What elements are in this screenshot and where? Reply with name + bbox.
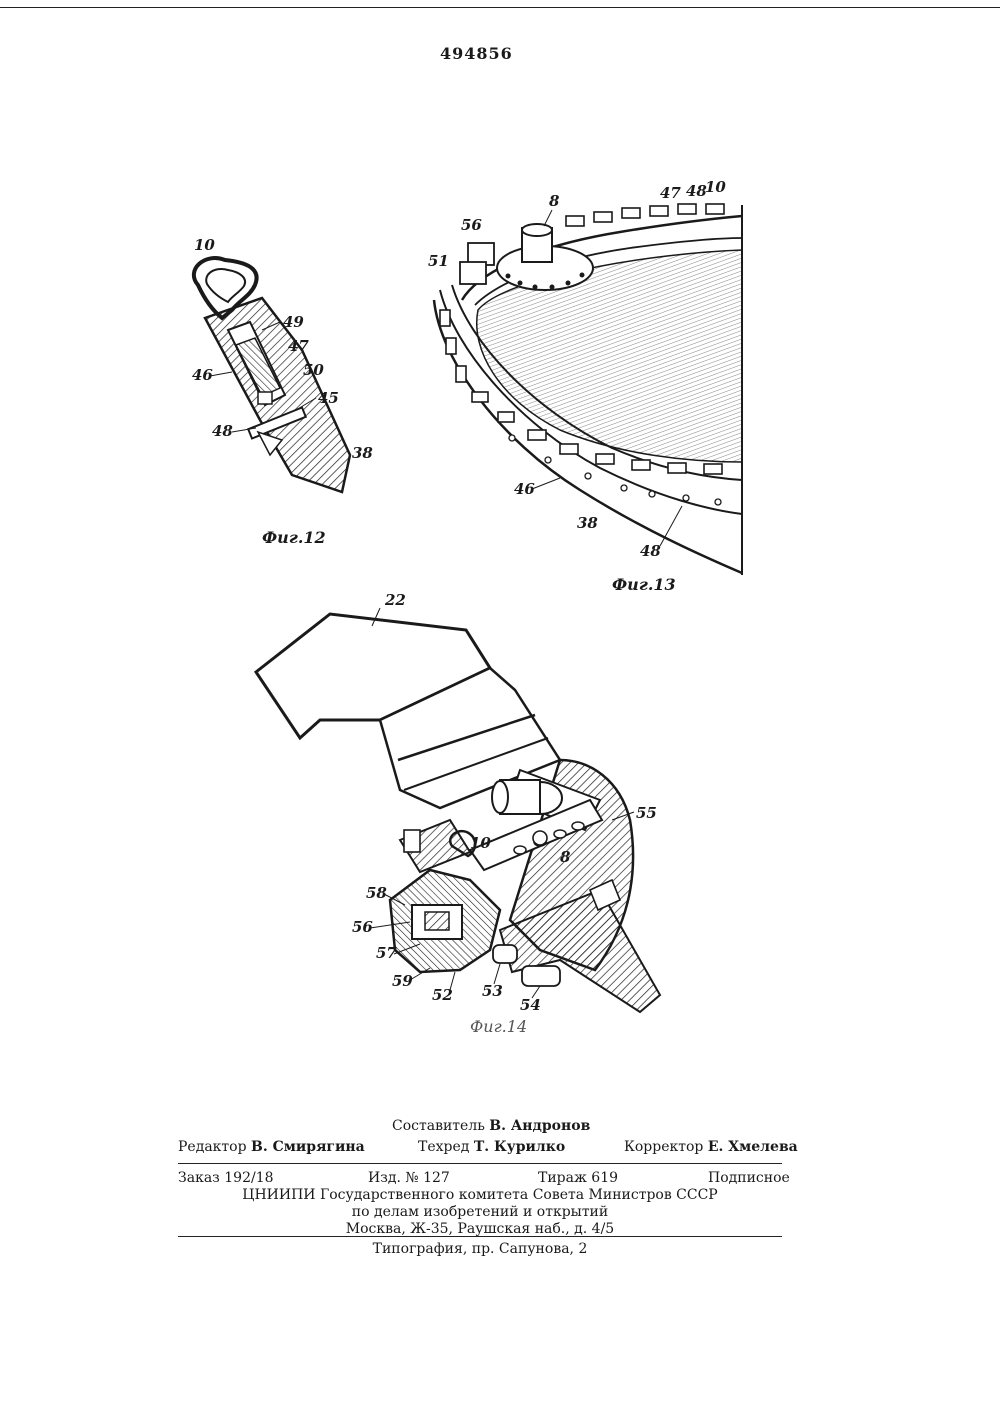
fig12-label: 50 xyxy=(303,361,324,379)
print-run: Тираж 619 xyxy=(538,1170,618,1187)
fig13-label: 51 xyxy=(428,252,449,270)
corrector-role: Корректор xyxy=(624,1139,703,1155)
fig12-label: 47 xyxy=(288,337,309,355)
fig13-label: 47 xyxy=(660,184,681,202)
composer-row: Составитель В. Андронов xyxy=(178,1118,782,1135)
technical-drawings: 10 49 47 50 46 45 48 38 Фиг.12 xyxy=(0,0,1000,1100)
fig13-label: 48 xyxy=(640,542,661,560)
fig13-label: 8 xyxy=(549,192,560,210)
fig13-label: 38 xyxy=(577,514,598,532)
fig12-label: 49 xyxy=(283,313,304,331)
techred-name: Т. Курилко xyxy=(474,1139,565,1155)
divider-line xyxy=(178,1163,782,1164)
composer-role: Составитель xyxy=(392,1118,485,1134)
imprint-row: Заказ 192/18 Изд. № 127 Тираж 619 Подпис… xyxy=(178,1170,782,1187)
credits-block: Составитель В. Андронов Редактор В. Смир… xyxy=(178,1118,782,1156)
fig14-label: 55 xyxy=(636,804,657,822)
fig12-label: 48 xyxy=(212,422,233,440)
fig14-caption: Фиг.14 xyxy=(470,1017,527,1036)
printer-block: Типография, пр. Сапунова, 2 xyxy=(178,1241,782,1258)
fig14-label: 58 xyxy=(366,884,387,902)
fig14-label: 56 xyxy=(352,918,373,936)
fig13-label: 56 xyxy=(461,216,482,234)
fig14-label: 8 xyxy=(560,848,571,866)
org-line-2: по делам изобретений и открытий xyxy=(178,1204,782,1221)
fig14-label: 22 xyxy=(384,591,406,609)
fig14-label: 54 xyxy=(520,996,541,1014)
editor-name: В. Смирягина xyxy=(251,1139,365,1155)
figure-12: 10 49 47 50 46 45 48 38 Фиг.12 xyxy=(192,236,373,547)
fig14-label: 10 xyxy=(470,834,491,852)
edition-number: Изд. № 127 xyxy=(368,1170,450,1187)
fig14-label: 59 xyxy=(392,972,413,990)
printer-line: Типография, пр. Сапунова, 2 xyxy=(178,1241,782,1258)
fig12-label: 46 xyxy=(192,366,213,384)
fig14-label: 52 xyxy=(432,986,453,1004)
org-line-1: ЦНИИПИ Государственного комитета Совета … xyxy=(178,1187,782,1204)
fig13-label: 10 xyxy=(705,178,726,196)
fig12-label: 45 xyxy=(318,389,339,407)
fig14-label: 57 xyxy=(376,944,397,962)
figure-13: 8 47 48 10 56 51 46 38 48 Фиг.13 xyxy=(428,178,742,594)
order-number: Заказ 192/18 xyxy=(178,1170,274,1187)
fig12-label: 38 xyxy=(352,444,373,462)
editor-role: Редактор xyxy=(178,1139,247,1155)
fig12-caption: Фиг.12 xyxy=(262,528,326,547)
subscription-label: Подписное xyxy=(708,1170,790,1187)
editors-row: Редактор В. Смирягина Техред Т. Курилко … xyxy=(178,1139,782,1156)
fig14-label: 53 xyxy=(482,982,503,1000)
figure-14: 22 55 10 8 58 56 57 59 52 53 54 Фиг.14 xyxy=(256,591,660,1036)
corrector-name: Е. Хмелева xyxy=(708,1139,798,1155)
techred-role: Техред xyxy=(418,1139,469,1155)
composer-name: В. Андронов xyxy=(489,1118,590,1134)
fig12-label: 10 xyxy=(194,236,215,254)
divider-line xyxy=(178,1236,782,1237)
imprint-block: Заказ 192/18 Изд. № 127 Тираж 619 Подпис… xyxy=(178,1170,782,1238)
fig13-caption: Фиг.13 xyxy=(612,575,676,594)
